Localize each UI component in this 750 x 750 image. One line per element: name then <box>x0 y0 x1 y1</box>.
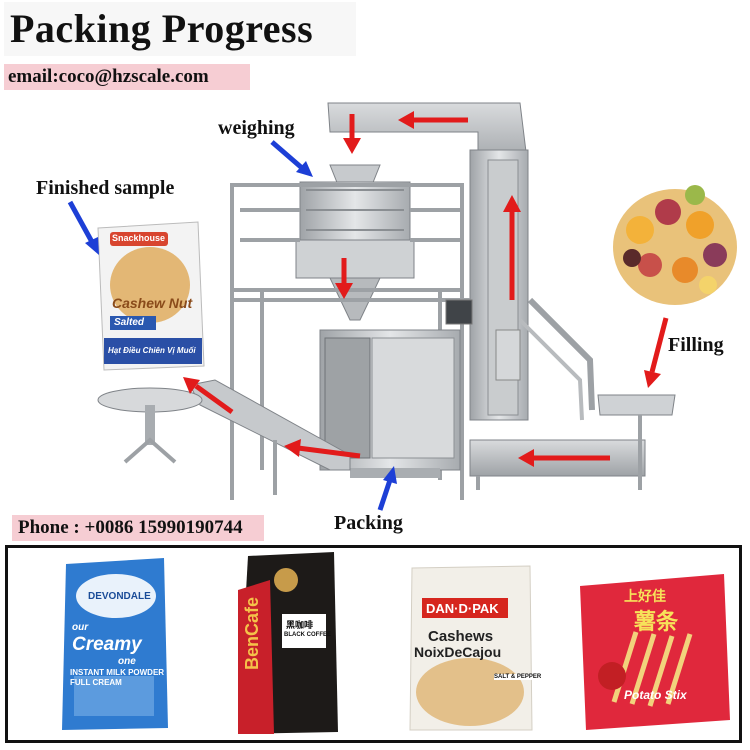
phone-text: Phone : +0086 15990190744 <box>18 517 243 538</box>
filling-label: Filling <box>668 334 724 356</box>
stix-line2: Potato Stix <box>624 688 687 702</box>
finished-sample-bag <box>97 221 205 371</box>
packing-machine-illustration <box>67 102 737 511</box>
product-cashews: DAN·D·PAK Cashews NoixDeCajou SALT & PEP… <box>408 564 542 732</box>
vertical-packing-machine <box>319 329 461 478</box>
multihead-weigher <box>295 164 415 321</box>
sample-brand: Snackhouse <box>112 233 166 243</box>
cashew-badge: SALT & PEPPER <box>494 674 542 680</box>
weighing-label: weighing <box>218 117 295 139</box>
rotary-collecting-table <box>97 387 203 464</box>
product-potato-stix: 上好佳 薯条 Potato Stix <box>574 572 734 732</box>
milk-brand: DEVONDALE <box>88 591 151 602</box>
vibrating-feeder <box>469 394 676 490</box>
callout-arrows <box>67 140 397 511</box>
title-banner: Packing Progress <box>4 2 356 56</box>
stix-brand: 上好佳 <box>624 588 666 604</box>
milk-desc: INSTANT MILK POWDER <box>70 668 165 677</box>
email-text: email:coco@hzscale.com <box>8 66 209 87</box>
sample-tagline: Hạt Điều Chiên Vị Muối <box>108 346 196 355</box>
stix-line1: 薯条 <box>634 609 679 634</box>
milk-line1: our <box>72 622 89 633</box>
product-milk-powder: DEVONDALE our Creamy one INSTANT MILK PO… <box>60 556 170 732</box>
milk-line2: Creamy <box>72 634 142 655</box>
snack-mix-image <box>613 185 737 305</box>
coffee-badge: 黑咖啡 <box>286 620 314 630</box>
packing-label: Packing <box>334 512 403 534</box>
coffee-bag-art <box>238 552 338 734</box>
bucket-elevator <box>327 102 595 421</box>
cashew-line1: Cashews <box>428 628 494 645</box>
milk-desc2: FULL CREAM <box>70 678 122 687</box>
control-screen <box>445 299 473 325</box>
coffee-desc: BLACK COFFEE <box>284 632 331 638</box>
milk-line3: one <box>118 656 136 667</box>
sample-product: Cashew Nut <box>112 295 193 311</box>
flow-arrows <box>183 111 669 467</box>
cashew-brand: DAN·D·PAK <box>426 601 499 616</box>
phone-banner: Phone : +0086 15990190744 <box>12 515 264 541</box>
sample-flavor: Salted <box>114 317 145 328</box>
finished-sample-label: Finished sample <box>36 177 175 199</box>
potato-stix-bag-art <box>580 574 730 730</box>
milk-powder-bag-art <box>62 558 168 730</box>
cashew-line2: NoixDeCajou <box>414 644 502 660</box>
coffee-brand: BenCafe <box>242 596 262 670</box>
email-banner: email:coco@hzscale.com <box>4 64 250 90</box>
product-coffee: BenCafe 黑咖啡 BLACK COFFEE <box>230 550 342 736</box>
product-showcase: DEVONDALE our Creamy one INSTANT MILK PO… <box>5 545 742 743</box>
page-title: Packing Progress <box>10 6 314 51</box>
